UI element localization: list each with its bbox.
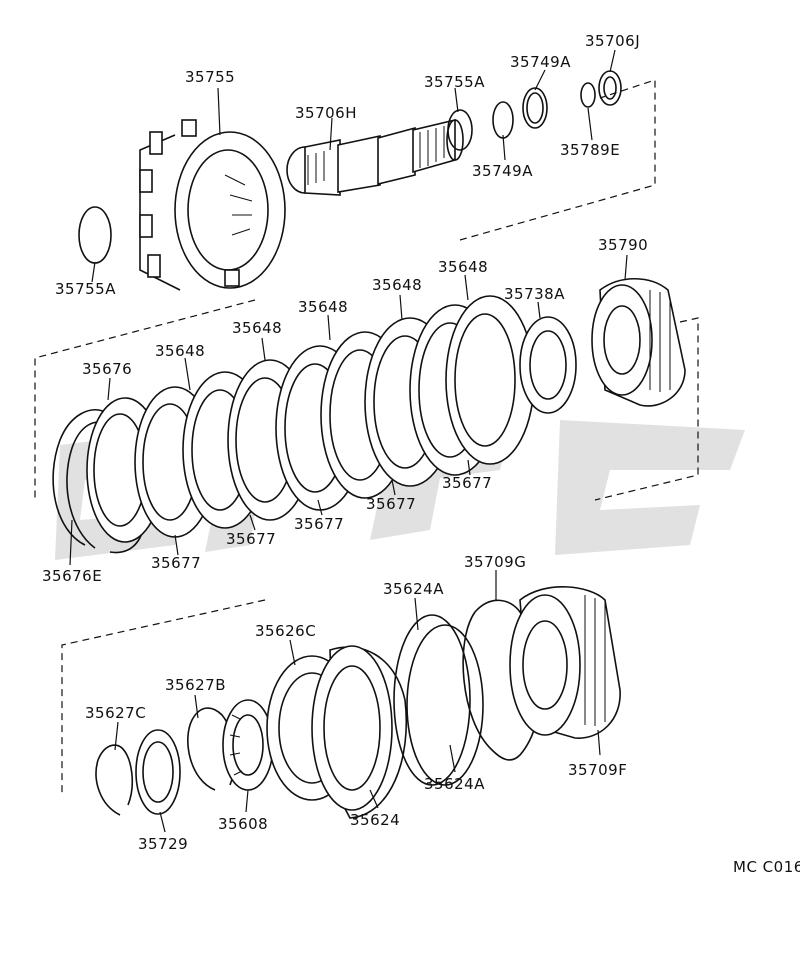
part-35755A-ring-left <box>78 206 112 264</box>
group-outline-bottom <box>61 599 266 795</box>
label-35608: 35608 <box>218 815 268 833</box>
label-35648-c: 35648 <box>298 298 348 316</box>
label-35749A-top: 35749A <box>510 53 571 71</box>
leader-lines <box>69 49 628 833</box>
part-35755-drum <box>139 119 286 291</box>
label-35648-a: 35648 <box>438 258 488 276</box>
label-35648-d: 35648 <box>232 319 282 337</box>
part-35627C-snap-ring <box>95 744 134 816</box>
part-35624-drum <box>311 645 408 819</box>
label-35729: 35729 <box>138 835 188 853</box>
label-35706H: 35706H <box>295 104 357 122</box>
clutch-plate-stack <box>86 295 535 543</box>
label-35677-d: 35677 <box>366 495 416 513</box>
label-35755: 35755 <box>185 68 235 86</box>
part-35755A-ring-top <box>447 109 473 151</box>
label-35706J: 35706J <box>585 32 640 50</box>
label-35790: 35790 <box>598 236 648 254</box>
label-35626C: 35626C <box>255 622 316 640</box>
label-35676E: 35676E <box>42 567 102 585</box>
part-35706J-bearing <box>598 70 622 106</box>
part-35709F-carrier <box>509 586 621 739</box>
label-35755A-top: 35755A <box>424 73 485 91</box>
part-35624A-plates <box>393 614 484 786</box>
label-35738A: 35738A <box>504 285 565 303</box>
label-35709F: 35709F <box>568 761 627 779</box>
diagram-code: MC C016 <box>733 858 800 876</box>
label-35749A-bottom: 35749A <box>472 162 533 180</box>
label-35648-b: 35648 <box>372 276 422 294</box>
group-outline-middle <box>34 299 256 500</box>
label-35624: 35624 <box>350 811 400 829</box>
label-35627C: 35627C <box>85 704 146 722</box>
part-35738A-washer <box>519 316 577 414</box>
label-35624A-bottom: 35624A <box>424 775 485 793</box>
part-35749A-ring-1 <box>492 101 514 139</box>
group-outline-top <box>459 79 656 241</box>
label-35709G: 35709G <box>464 553 526 571</box>
label-35648-e: 35648 <box>155 342 205 360</box>
part-35706H-shaft <box>286 118 464 196</box>
part-35709G-snap-ring <box>462 599 542 761</box>
label-35677-b: 35677 <box>226 530 276 548</box>
label-35677-a: 35677 <box>151 554 201 572</box>
label-35677-e: 35677 <box>442 474 492 492</box>
label-35755A-left: 35755A <box>55 280 116 298</box>
label-35677-c: 35677 <box>294 515 344 533</box>
part-35789E-washer <box>580 82 596 108</box>
label-35627B: 35627B <box>165 676 226 694</box>
part-35790-hub <box>591 278 686 407</box>
part-35608-bearing <box>222 699 274 791</box>
part-35749A-ring-2 <box>522 87 548 129</box>
label-35789E: 35789E <box>560 141 620 159</box>
part-35729-plate <box>135 729 181 815</box>
label-35624A-top: 35624A <box>383 580 444 598</box>
part-labels: 35755 35706H 35755A 35749A 35706J 35749A… <box>42 32 800 876</box>
label-35676: 35676 <box>82 360 132 378</box>
